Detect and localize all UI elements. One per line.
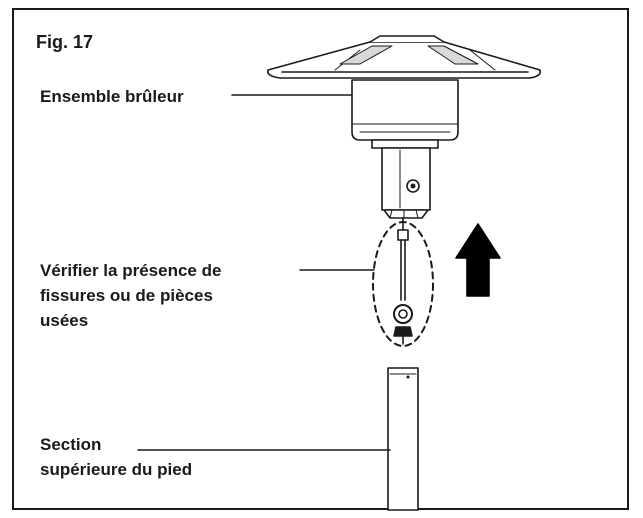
figure-frame (12, 8, 629, 510)
inspection-note-line-1: Vérifier la présence de (40, 261, 222, 280)
burner-body (351, 79, 459, 149)
pole-section (387, 367, 419, 511)
inspection-note-label: Vérifier la présence de fissures ou de p… (40, 258, 221, 333)
control-housing (381, 147, 431, 219)
leader-lines (137, 94, 391, 451)
burner-assembly-label: Ensemble brûleur (40, 87, 184, 106)
figure-title: Fig. 17 (36, 32, 94, 52)
upper-pole-section-line-1: Section (40, 435, 102, 454)
inspection-note-line-2: fissures ou de pièces (40, 286, 213, 305)
upper-pole-section-line-2: supérieure du pied (40, 460, 193, 479)
inspection-note-line-3: usées (40, 311, 89, 330)
upper-pole-section-label: Section supérieure du pied (40, 432, 192, 482)
inspection-ellipse (372, 221, 434, 347)
gas-line (393, 217, 413, 345)
up-arrow-icon (455, 223, 501, 297)
reflector-dome (266, 35, 542, 79)
